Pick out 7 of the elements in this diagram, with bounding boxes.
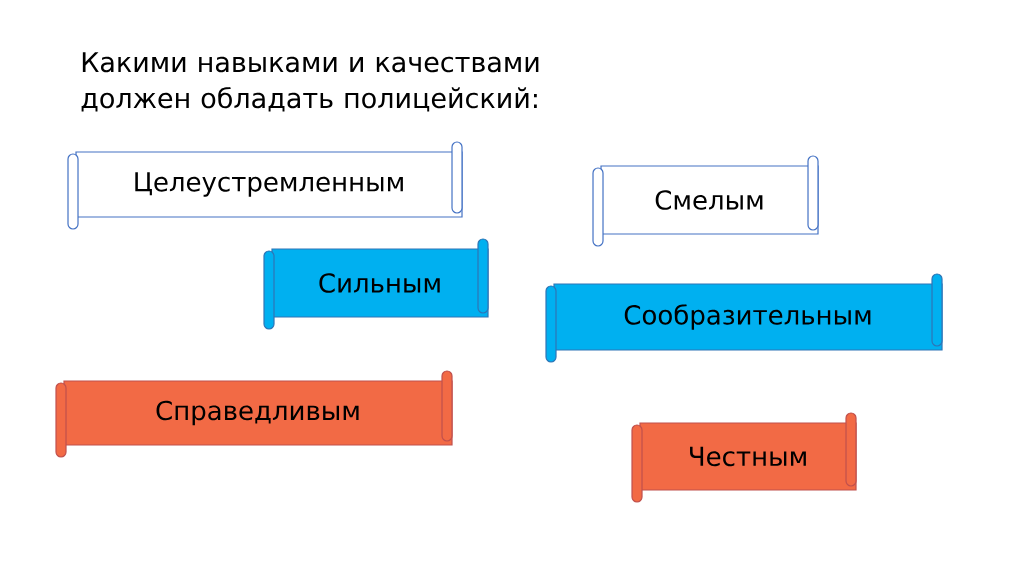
scroll-banner: Сообразительным: [545, 273, 943, 363]
scroll-banner: Справедливым: [55, 370, 453, 458]
scroll-banner: Целеустремленным: [67, 141, 463, 230]
scroll-banner: Смелым: [592, 155, 819, 247]
scroll-banner: Сильным: [263, 238, 489, 330]
scroll-banner: Честным: [631, 412, 857, 503]
title: Какими навыками и качествами должен обладать полицейский:: [81, 52, 539, 112]
